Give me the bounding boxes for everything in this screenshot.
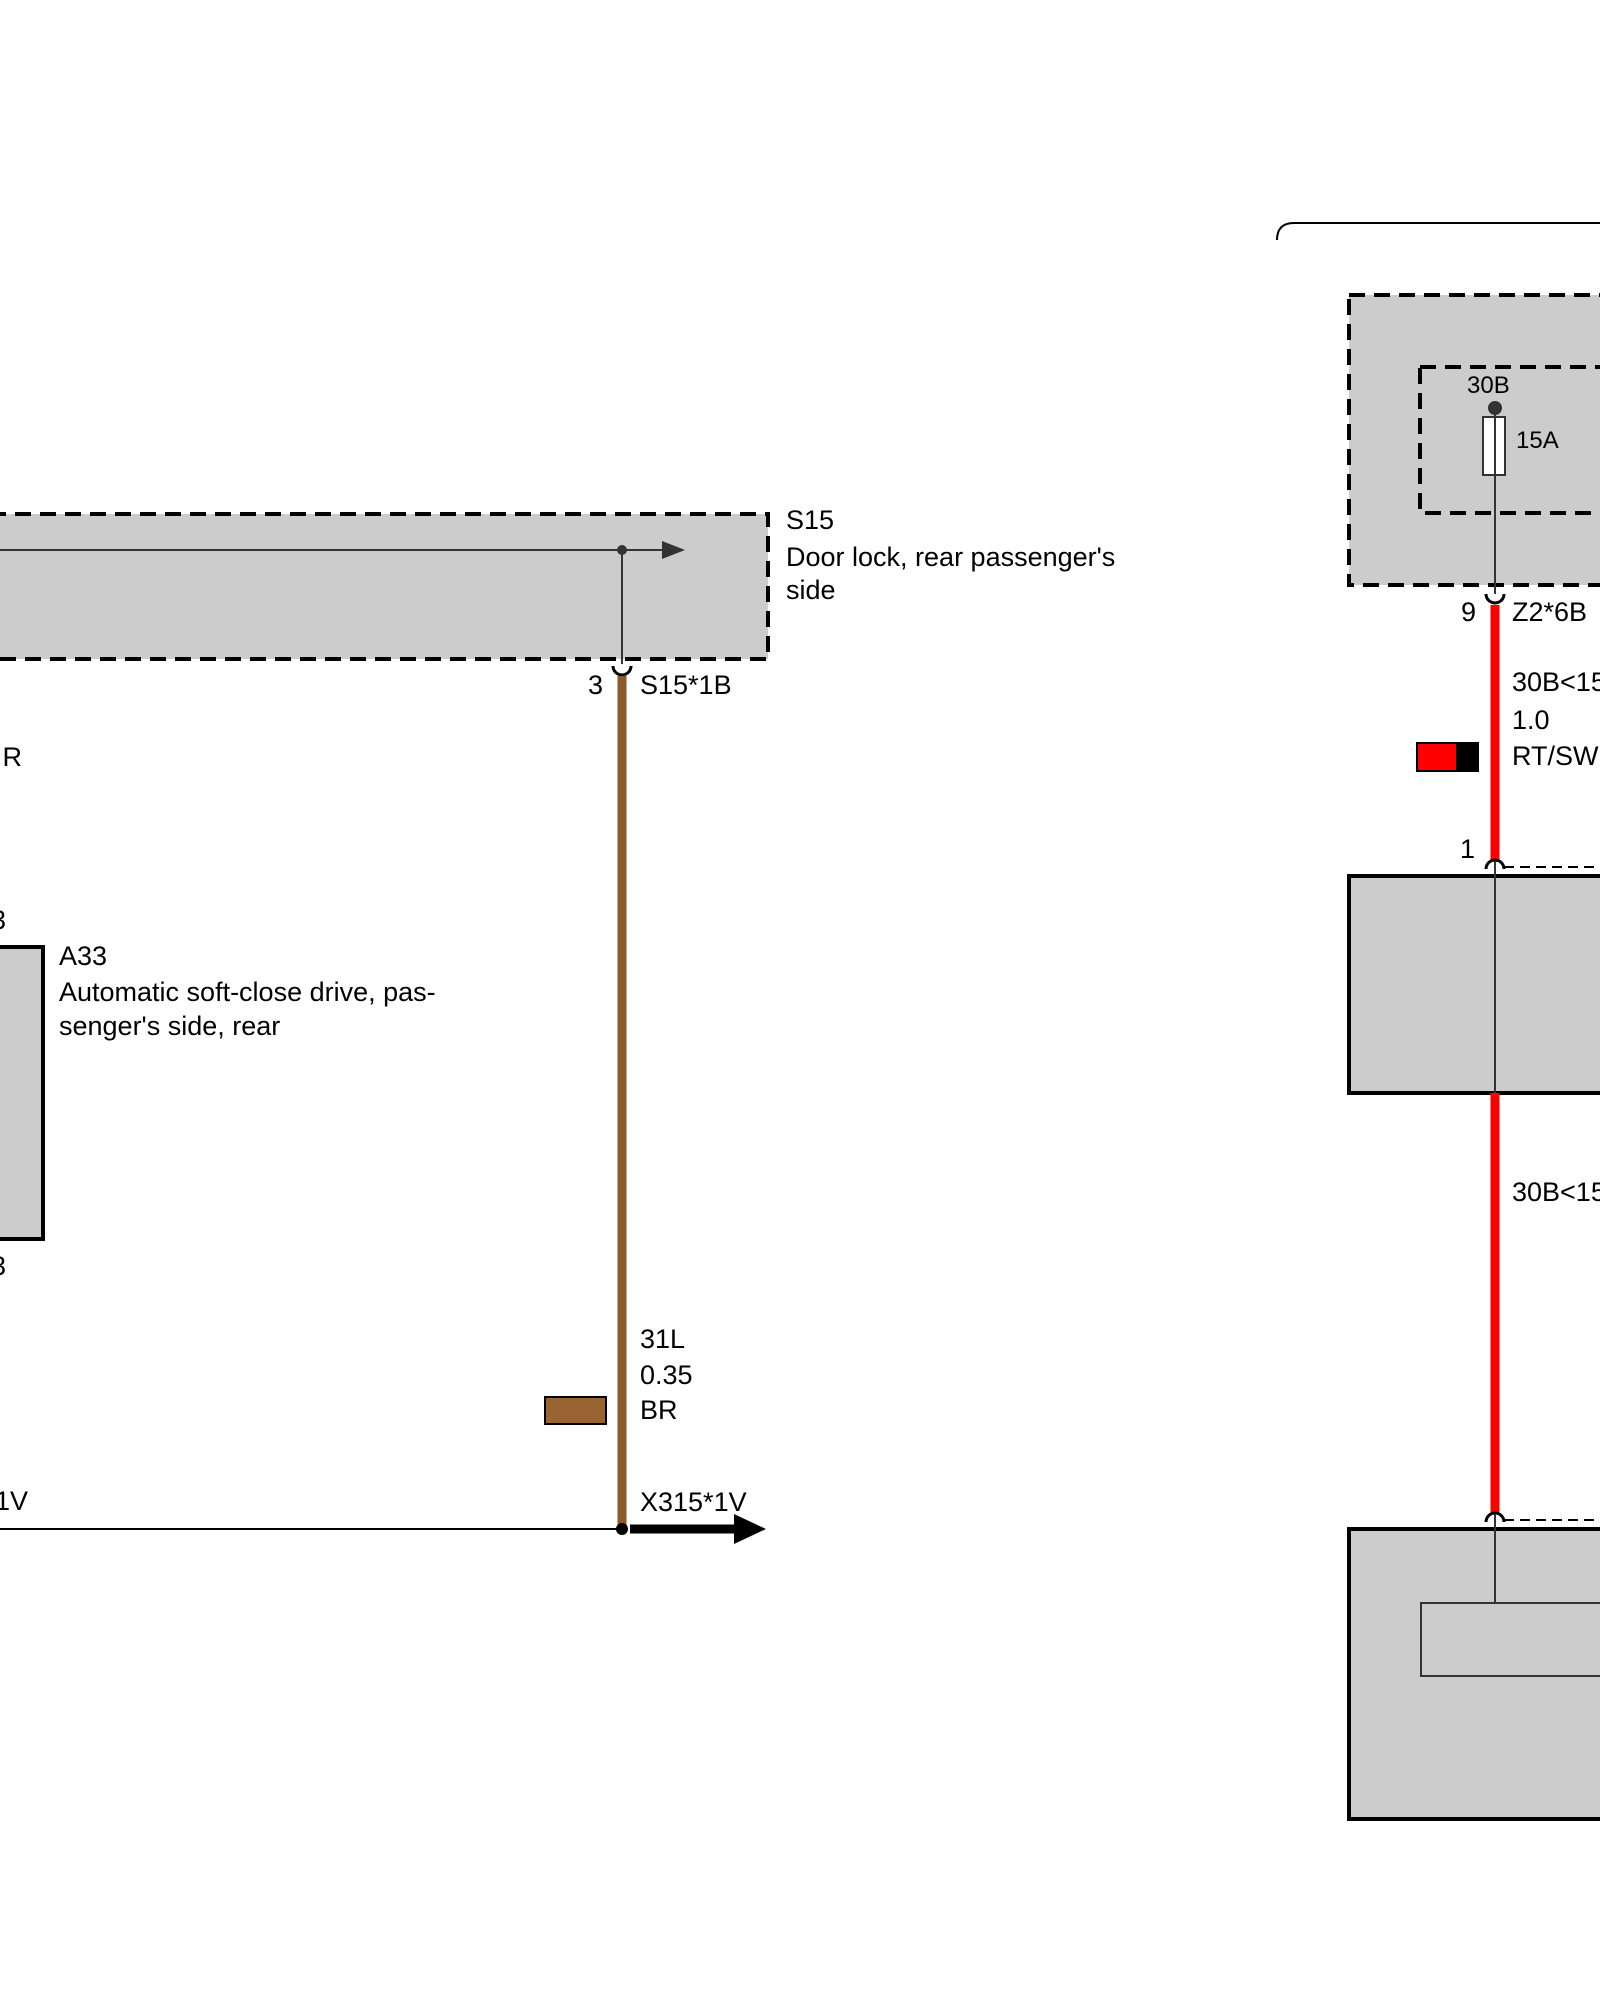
red-wire-upper-function: 30B<15 bbox=[1512, 667, 1600, 697]
red-wire-lower-function: 30B<15 bbox=[1512, 1177, 1600, 1207]
brown-wire-color-code: BR bbox=[640, 1395, 678, 1425]
module-lower-pin-icon bbox=[1484, 1511, 1506, 1523]
fuse-terminal-label: 30B bbox=[1467, 372, 1510, 399]
fuse-rating-label: 15A bbox=[1516, 427, 1559, 454]
red-wire-upper-cross-section: 1.0 bbox=[1512, 705, 1550, 735]
brown-wire-cross-section: 0.35 bbox=[640, 1360, 693, 1390]
brown-wire-function: 31L bbox=[640, 1324, 685, 1354]
ground-junction-dot bbox=[616, 1523, 628, 1535]
ground-connector-label: X315*1V bbox=[640, 1487, 747, 1517]
left-wire-label: IR bbox=[0, 742, 22, 772]
s15-arrow-icon bbox=[662, 541, 685, 559]
s15-code: S15 bbox=[786, 505, 834, 535]
black-color-swatch bbox=[1456, 743, 1478, 771]
s15-pin-socket-icon bbox=[611, 665, 633, 677]
fuse-pin-socket-icon bbox=[1484, 593, 1506, 605]
group-bracket bbox=[1276, 222, 1600, 241]
fuse-block-outer[interactable] bbox=[1347, 293, 1600, 587]
s15-description-line2: side bbox=[786, 575, 836, 605]
module-lower-inner-box bbox=[1420, 1602, 1600, 1677]
red-wire-upper-color-code: RT/SW bbox=[1512, 741, 1599, 771]
a33-partial-top: 3 bbox=[0, 905, 6, 935]
module-upper-pin-number: 1 bbox=[1460, 834, 1475, 864]
ground-arrow-icon[interactable] bbox=[734, 1514, 766, 1544]
left-ground-label: 1V bbox=[0, 1486, 28, 1516]
a33-code: A33 bbox=[59, 941, 107, 971]
fuse-connector-label: Z2*6B bbox=[1512, 597, 1587, 627]
brown-color-swatch bbox=[544, 1396, 607, 1425]
a33-description-line1: Automatic soft-close drive, pas- bbox=[59, 977, 436, 1007]
fuse-block-inner bbox=[1418, 365, 1600, 515]
module-upper-box[interactable] bbox=[1347, 874, 1600, 1095]
fuse-pin-number: 9 bbox=[1461, 597, 1476, 627]
s15-description-line1: Door lock, rear passenger's bbox=[786, 542, 1115, 572]
a33-component-box[interactable] bbox=[0, 945, 45, 1241]
s15-connector-label: S15*1B bbox=[640, 670, 732, 700]
module-upper-pin-icon bbox=[1484, 858, 1506, 870]
a33-description-line2: senger's side, rear bbox=[59, 1011, 280, 1041]
s15-component-box[interactable] bbox=[0, 512, 770, 661]
s15-pin-number: 3 bbox=[588, 670, 603, 700]
a33-partial-bottom: 3 bbox=[0, 1251, 6, 1281]
